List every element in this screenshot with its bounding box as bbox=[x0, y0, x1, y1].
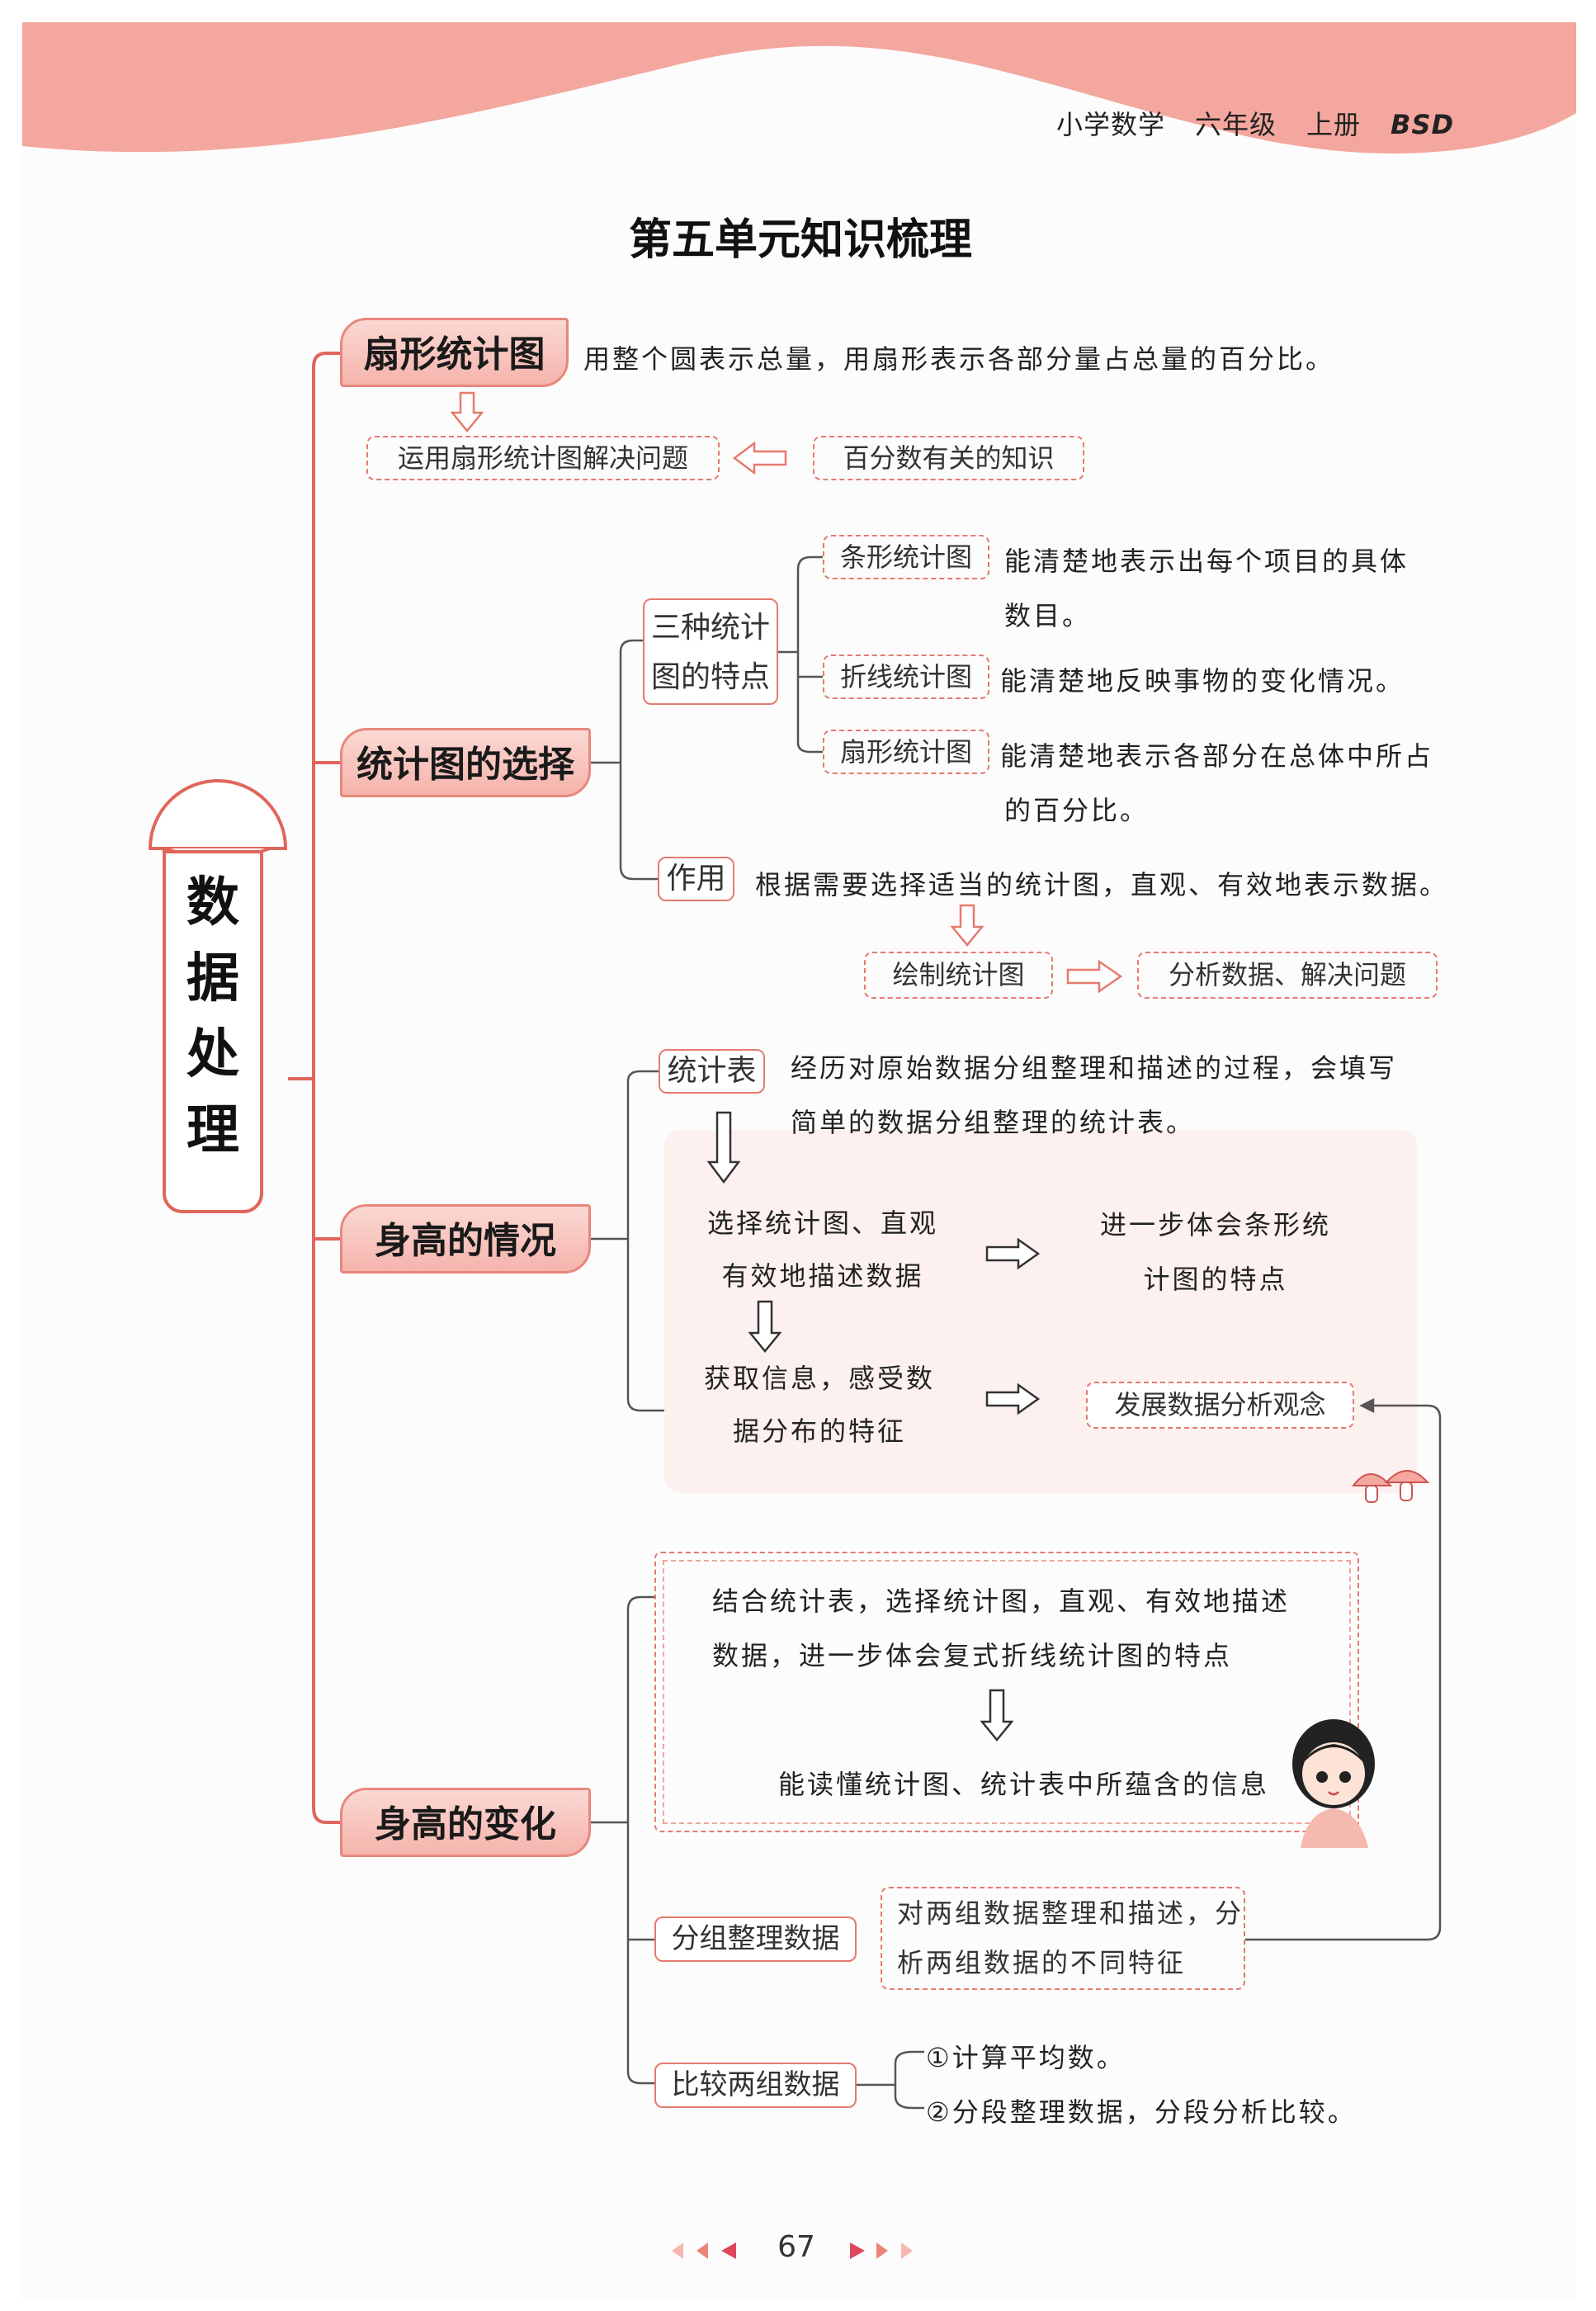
girl-illustration bbox=[1292, 1719, 1375, 1848]
panel-text: 结合统计表，选择统计图，直观、有效地描述 bbox=[712, 1586, 1291, 1617]
stat-table-node: 统计表 bbox=[659, 1049, 765, 1094]
root-char: 据 bbox=[187, 948, 239, 1009]
dashed-panel bbox=[654, 1552, 1359, 1832]
use-desc: 根据需要选择适当的统计图，直观、有效地表示数据。 bbox=[755, 869, 1449, 900]
node-height-change: 身高的变化 bbox=[340, 1788, 591, 1857]
arrow-right-icon bbox=[985, 1383, 1040, 1415]
panel-text: 数据，进一步体会复式折线统计图的特点 bbox=[712, 1640, 1233, 1671]
compare-item: ①计算平均数。 bbox=[926, 2042, 1126, 2073]
step2-text: 据分布的特征 bbox=[732, 1415, 906, 1447]
volume: 上册 bbox=[1306, 109, 1362, 140]
root-node: 数 据 处 理 bbox=[163, 850, 263, 1213]
group-data-node: 分组整理数据 bbox=[654, 1916, 857, 1962]
group-data-desc-box: 对两组数据整理和描述，分 析两组数据的不同特征 bbox=[881, 1887, 1245, 1990]
step1-result: 计图的特点 bbox=[1143, 1264, 1288, 1295]
arrow-down-icon bbox=[980, 1689, 1013, 1742]
edition: BSD bbox=[1391, 109, 1455, 140]
line-chart-desc: 能清楚地反映事物的变化情况。 bbox=[1000, 665, 1405, 697]
step1-text: 有效地描述数据 bbox=[721, 1260, 924, 1292]
bar-chart-box: 条形统计图 bbox=[823, 535, 989, 579]
step1-text: 选择统计图、直观 bbox=[706, 1207, 938, 1239]
panel-result: 能读懂统计图、统计表中所蕴含的信息 bbox=[778, 1769, 1270, 1800]
root-char: 处 bbox=[187, 1024, 239, 1085]
pie-chart-feature-desc: 能清楚地表示各部分在总体中所占 bbox=[1000, 740, 1434, 772]
header-band bbox=[22, 22, 1576, 154]
page-title: 第五单元知识梳理 bbox=[628, 215, 972, 265]
pie-chart-box: 扇形统计图 bbox=[823, 730, 989, 774]
pie-chart-feature-desc: 的百分比。 bbox=[1004, 795, 1150, 826]
percent-knowledge-box: 百分数有关的知识 bbox=[813, 436, 1084, 480]
arrow-down-icon bbox=[748, 1300, 781, 1353]
draw-chart-box: 绘制统计图 bbox=[864, 952, 1053, 999]
ruler-background-panel bbox=[664, 1130, 1418, 1493]
step1-result: 进一步体会条形统 bbox=[1099, 1209, 1331, 1241]
group-data-desc: 对两组数据整理和描述，分 bbox=[897, 1897, 1244, 1929]
pie-chart-desc: 用整个圆表示总量，用扇形表示各部分量占总量的百分比。 bbox=[583, 343, 1335, 375]
bar-chart-desc: 数目。 bbox=[1004, 600, 1092, 631]
group-data-desc: 析两组数据的不同特征 bbox=[897, 1947, 1187, 1978]
step2-text: 获取信息，感受数 bbox=[703, 1363, 935, 1394]
features-label-line: 三种统计 bbox=[650, 611, 770, 645]
apply-pie-chart-box: 运用扇形统计图解决问题 bbox=[366, 436, 720, 480]
arrow-left-icon bbox=[733, 442, 787, 475]
prev-arrows-icon bbox=[672, 2242, 736, 2259]
subject: 小学数学 bbox=[1056, 109, 1166, 140]
compare-data-node: 比较两组数据 bbox=[654, 2063, 857, 2108]
node-chart-choice: 统计图的选择 bbox=[340, 728, 591, 797]
book-info: 小学数学六年级上册 BSD bbox=[1056, 104, 1484, 142]
arrow-down-icon bbox=[707, 1111, 740, 1184]
features-node: 三种统计 图的特点 bbox=[643, 598, 778, 705]
use-node: 作用 bbox=[658, 857, 734, 901]
page-number: 67 bbox=[777, 2230, 815, 2264]
arrow-right-icon bbox=[1066, 960, 1122, 993]
mushroom-icon bbox=[1352, 1470, 1430, 1503]
root-char: 数 bbox=[187, 872, 239, 933]
stat-table-desc: 简单的数据分组整理的统计表。 bbox=[791, 1107, 1196, 1138]
arrow-down-icon bbox=[951, 904, 984, 947]
node-pie-chart: 扇形统计图 bbox=[340, 318, 569, 387]
node-height-status: 身高的情况 bbox=[340, 1204, 591, 1274]
stat-table-desc: 经历对原始数据分组整理和描述的过程，会填写 bbox=[791, 1052, 1398, 1084]
analyze-data-box: 分析数据、解决问题 bbox=[1137, 952, 1438, 999]
arrow-right-icon bbox=[985, 1238, 1040, 1269]
bar-chart-desc: 能清楚地表示出每个项目的具体 bbox=[1004, 546, 1409, 577]
root-char: 理 bbox=[187, 1100, 239, 1161]
features-label-line: 图的特点 bbox=[650, 660, 770, 694]
arrow-down-icon bbox=[451, 391, 484, 432]
compare-item: ②分段整理数据，分段分析比较。 bbox=[926, 2096, 1357, 2128]
line-chart-box: 折线统计图 bbox=[823, 655, 989, 699]
grade: 六年级 bbox=[1195, 109, 1277, 140]
data-analysis-concept-box: 发展数据分析观念 bbox=[1086, 1382, 1354, 1429]
next-arrows-icon bbox=[850, 2242, 913, 2259]
